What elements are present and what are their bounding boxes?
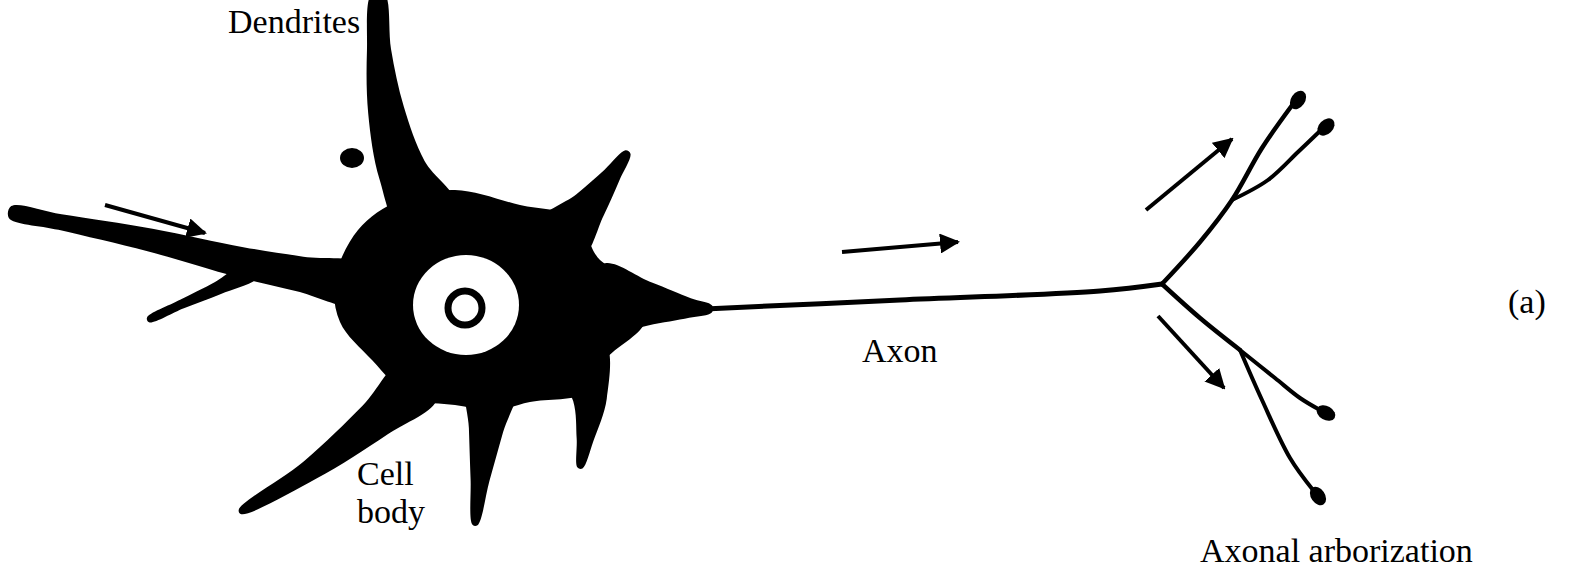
- axon-terminal: [1287, 88, 1310, 112]
- nucleolus: [448, 291, 482, 325]
- dendrite-process: [592, 263, 713, 338]
- dendrite-process: [539, 150, 630, 258]
- part-label: Cell body: [357, 455, 449, 531]
- part-label: Axonal arborization: [1200, 531, 1473, 570]
- part-label: Dendrites: [228, 2, 360, 41]
- axon-fibre: [705, 284, 1162, 309]
- direction-arrow: [842, 242, 958, 252]
- axon-terminal: [1314, 115, 1338, 139]
- axon-terminal: [1307, 484, 1330, 508]
- signal-arrows: [105, 139, 1232, 388]
- direction-arrow: [1146, 139, 1232, 210]
- part-label: Axon: [862, 331, 938, 370]
- dendrite-process: [367, 0, 457, 235]
- axon-fibre: [1240, 350, 1313, 490]
- axon-fibre: [1162, 104, 1293, 284]
- dendrite-process: [147, 260, 260, 323]
- dendrite-process: [551, 341, 610, 469]
- direction-arrow: [105, 205, 205, 233]
- dendrite-bump: [340, 148, 364, 168]
- dendrite-process: [464, 373, 518, 526]
- axon-fibre: [1162, 284, 1240, 350]
- part-label: (a): [1508, 282, 1546, 321]
- dendrite-process: [8, 205, 366, 307]
- axon-fibre: [1232, 131, 1320, 200]
- neuron-figure: [8, 0, 1338, 526]
- nucleus: [413, 255, 519, 355]
- axon-terminal: [1314, 402, 1338, 424]
- direction-arrow: [1158, 316, 1224, 388]
